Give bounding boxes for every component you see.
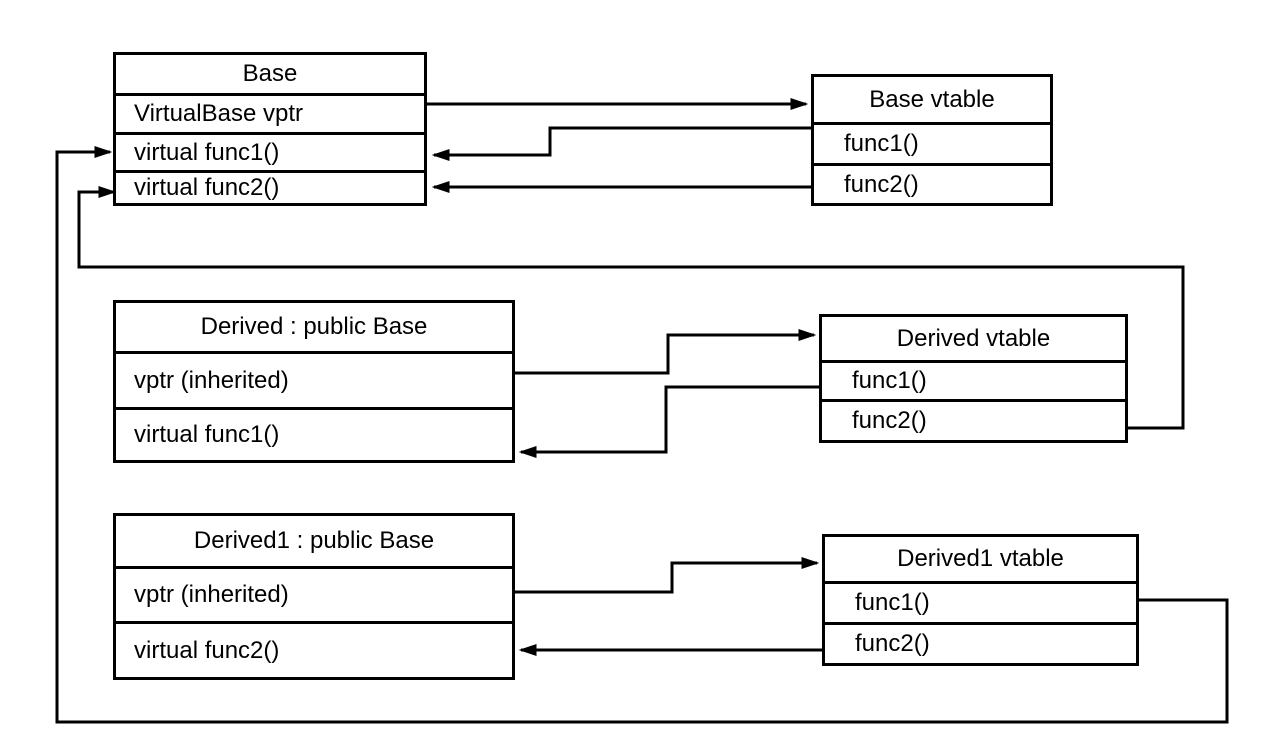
derived-vtable-title: Derived vtable <box>896 324 1051 352</box>
base-box-row-vptr: VirtualBase vptr <box>116 93 424 132</box>
derived-vtable-row-func2: func2() <box>822 399 1125 440</box>
base-class-box: Base VirtualBase vptr virtual func1() vi… <box>113 52 427 206</box>
derived-class-box: Derived : public Base vptr (inherited) v… <box>113 300 515 463</box>
base-vtable-row-func1: func1() <box>814 122 1050 163</box>
base-box-title: Base <box>242 60 298 87</box>
connector-derived-vtable-func1-to-derived-func1 <box>518 385 819 458</box>
derived-box-title: Derived : public Base <box>200 313 428 340</box>
derived-vtable-box: Derived vtable func1() func2() <box>819 314 1128 443</box>
derived-vtable-row-func1: func1() <box>822 360 1125 399</box>
connector-base-vtable-func1-to-base-func1 <box>431 126 811 161</box>
derived1-vtable-row-func2: func2() <box>825 622 1136 663</box>
derived1-box-row-vptr: vptr (inherited) <box>116 566 512 621</box>
base-box-row-virtual-func2: virtual func2() <box>116 170 424 203</box>
derived1-box-title: Derived1 : public Base <box>193 527 435 554</box>
base-vtable-title: Base vtable <box>869 85 995 113</box>
connector-derived-vptr-to-derived-vtable <box>515 329 817 375</box>
derived1-class-box: Derived1 : public Base vptr (inherited) … <box>113 513 515 680</box>
derived1-vtable-box: Derived1 vtable func1() func2() <box>822 534 1139 666</box>
derived-box-row-vptr: vptr (inherited) <box>116 351 512 407</box>
derived1-vtable-title: Derived1 vtable <box>897 545 1064 572</box>
base-box-row-virtual-func1: virtual func1() <box>116 132 424 170</box>
derived-box-row-virtual-func1: virtual func1() <box>116 407 512 460</box>
base-vtable-box: Base vtable func1() func2() <box>811 74 1053 206</box>
connector-derived1-vptr-to-derived1-vtable <box>515 557 820 594</box>
base-vtable-row-func2: func2() <box>814 163 1050 203</box>
derived1-vtable-row-func1: func1() <box>825 581 1136 622</box>
derived1-box-row-virtual-func2: virtual func2() <box>116 621 512 677</box>
